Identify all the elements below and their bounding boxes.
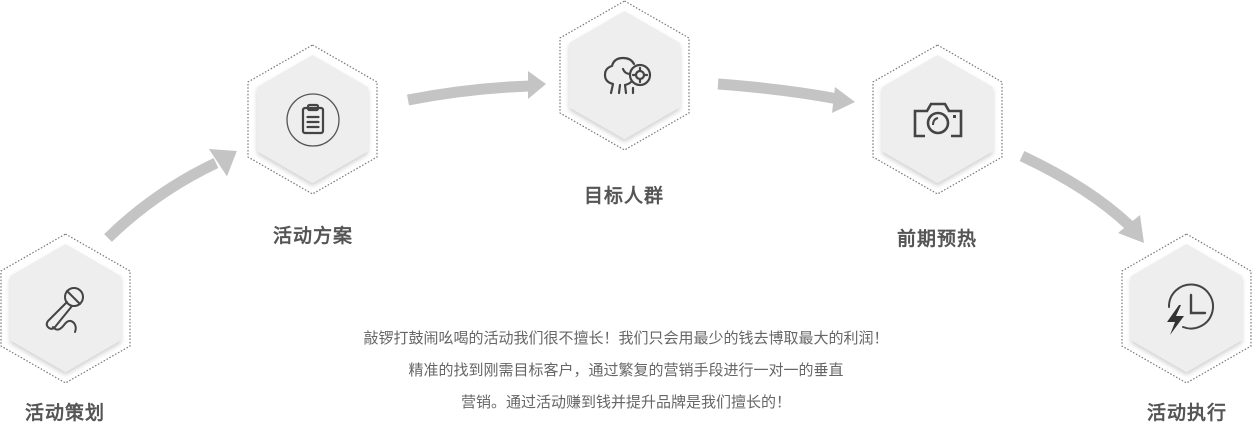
- hexagon-shape: [559, 0, 690, 151]
- arrow-4-icon: [1019, 151, 1134, 230]
- hexagon-shape: [0, 233, 131, 384]
- step-label-audience: 目标人群: [583, 185, 665, 207]
- arrowhead-1-icon: [208, 149, 237, 177]
- description-line-1: 敲锣打鼓闹吆喝的活动我们很不擅长！我们只会用最少的钱去博取最大的利润！: [363, 329, 889, 347]
- step-hex-planning[interactable]: [0, 233, 131, 384]
- step-hex-proposal[interactable]: [247, 44, 378, 195]
- step-hex-audience[interactable]: [559, 0, 690, 151]
- target-audience-icon: [603, 56, 651, 94]
- arrowhead-2-icon: [528, 71, 546, 99]
- description-line-3: 营销。通过活动赚到钱并提升品牌是我们擅长的！: [460, 393, 791, 411]
- camera-icon: [913, 102, 962, 137]
- step-hex-warmup[interactable]: [872, 44, 1003, 195]
- step-label-proposal: 活动方案: [272, 225, 354, 247]
- step-label-warmup: 前期预热: [896, 228, 978, 250]
- hexagon-shape: [247, 44, 378, 195]
- arrow-3-icon: [717, 78, 840, 105]
- step-hex-execution[interactable]: [1121, 233, 1252, 384]
- arrow-1-icon: [104, 158, 219, 242]
- fast-clock-icon: [1166, 283, 1214, 335]
- arrowhead-4-icon: [1118, 215, 1144, 243]
- arrow-2-icon: [406, 80, 531, 106]
- description-line-2: 精准的找到刚需目标客户，通过繁复的营销手段进行一对一的垂直: [408, 361, 844, 379]
- step-label-execution: 活动执行: [1146, 402, 1228, 424]
- hexagon-shape: [872, 44, 1003, 195]
- arrowhead-3-icon: [832, 87, 855, 113]
- description-text: 敲锣打鼓闹吆喝的活动我们很不擅长！我们只会用最少的钱去博取最大的利润！ 精准的找…: [0, 322, 1252, 418]
- step-label-planning: 活动策划: [24, 402, 106, 424]
- microphone-icon: [45, 286, 84, 333]
- hexagon-shape: [1121, 233, 1252, 384]
- clipboard-icon: [285, 92, 340, 147]
